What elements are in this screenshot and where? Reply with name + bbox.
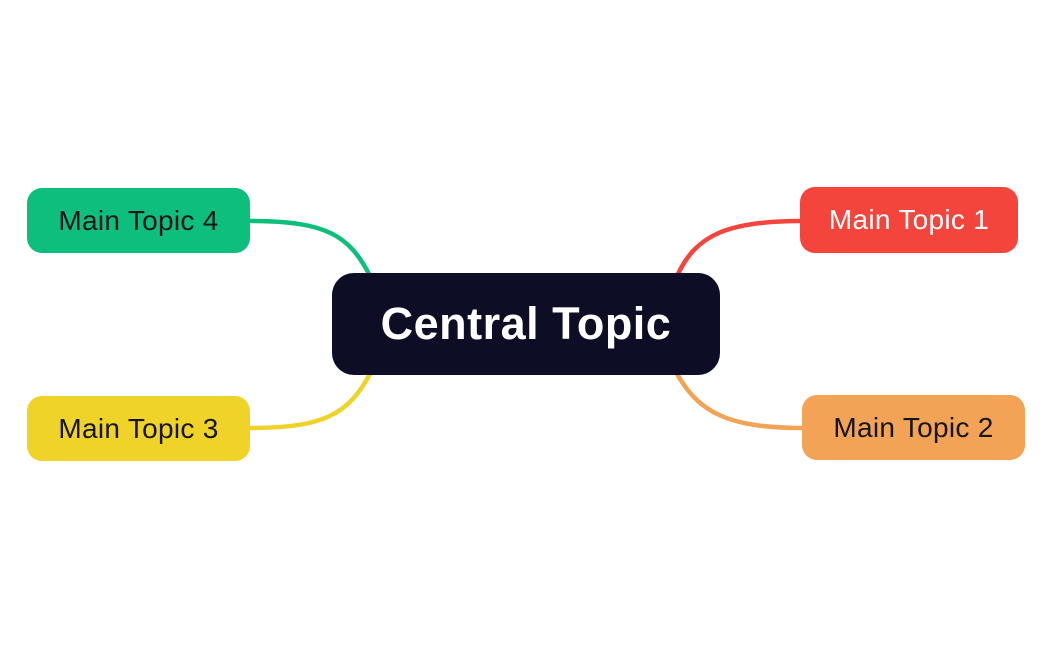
main-topic-4-label: Main Topic 4 xyxy=(58,204,219,236)
main-topic-3-label: Main Topic 3 xyxy=(58,412,219,444)
main-topic-2-node[interactable]: Main Topic 2 xyxy=(802,395,1025,460)
main-topic-2-label: Main Topic 2 xyxy=(833,411,994,443)
connector-central-to-topic2 xyxy=(674,371,806,431)
connector-central-to-topic4 xyxy=(248,218,372,277)
main-topic-3-node[interactable]: Main Topic 3 xyxy=(27,396,250,461)
main-topic-1-node[interactable]: Main Topic 1 xyxy=(800,187,1018,253)
main-topic-4-node[interactable]: Main Topic 4 xyxy=(27,188,250,253)
main-topic-1-label: Main Topic 1 xyxy=(828,204,990,235)
connector-central-to-topic1 xyxy=(675,218,804,277)
connector-central-to-topic3 xyxy=(246,371,373,431)
central-topic-node[interactable]: Central Topic xyxy=(332,273,720,375)
central-topic-label: Central Topic xyxy=(380,298,672,349)
